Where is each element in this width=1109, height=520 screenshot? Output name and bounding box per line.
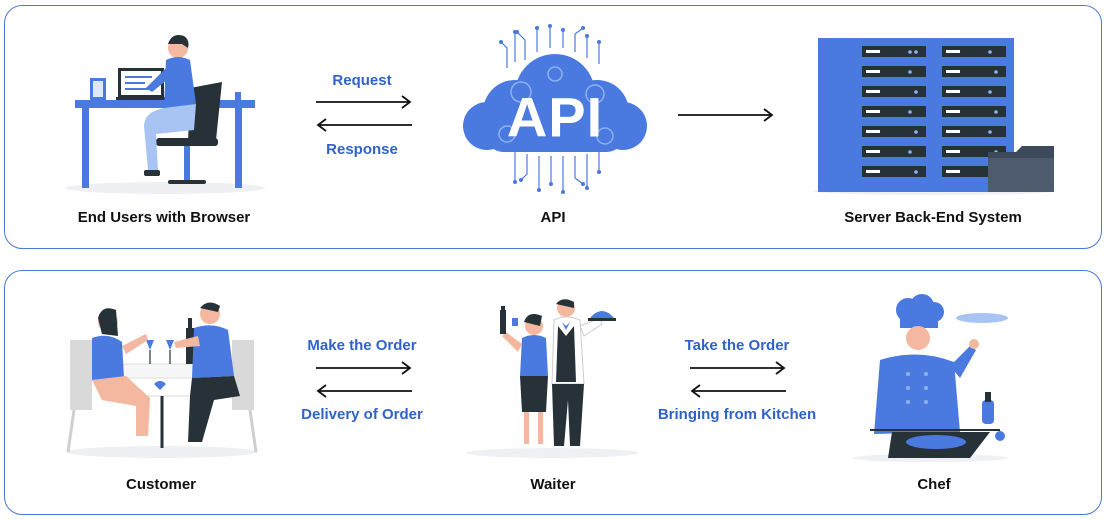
api-cloud-illustration [463,24,647,194]
delivery-label: Delivery of Order [301,406,423,423]
chef-illustration [852,294,1008,462]
api-to-server-arrow [678,108,774,122]
server-rack-illustration [813,38,1057,195]
take-order-arrow [690,361,786,375]
make-order-label: Make the Order [307,337,417,354]
request-label: Request [332,72,392,89]
response-arrow [316,118,412,132]
end-user-illustration [65,35,265,194]
make-order-arrow [316,361,412,375]
customer-caption: Customer [125,476,197,493]
api-badge-text: API [506,85,604,149]
server-caption: Server Back-End System [844,209,1022,226]
bringing-label: Bringing from Kitchen [657,406,817,423]
delivery-arrow [316,384,412,398]
waiter-illustration [466,299,638,458]
waiter-caption: Waiter [530,476,576,493]
end-users-caption: End Users with Browser [77,209,251,226]
take-order-label: Take the Order [684,337,790,354]
bringing-arrow [690,384,786,398]
chef-caption: Chef [917,476,951,493]
request-arrow [316,95,412,109]
response-label: Response [326,141,398,158]
api-caption: API [540,209,566,226]
customer-illustration [66,302,258,458]
